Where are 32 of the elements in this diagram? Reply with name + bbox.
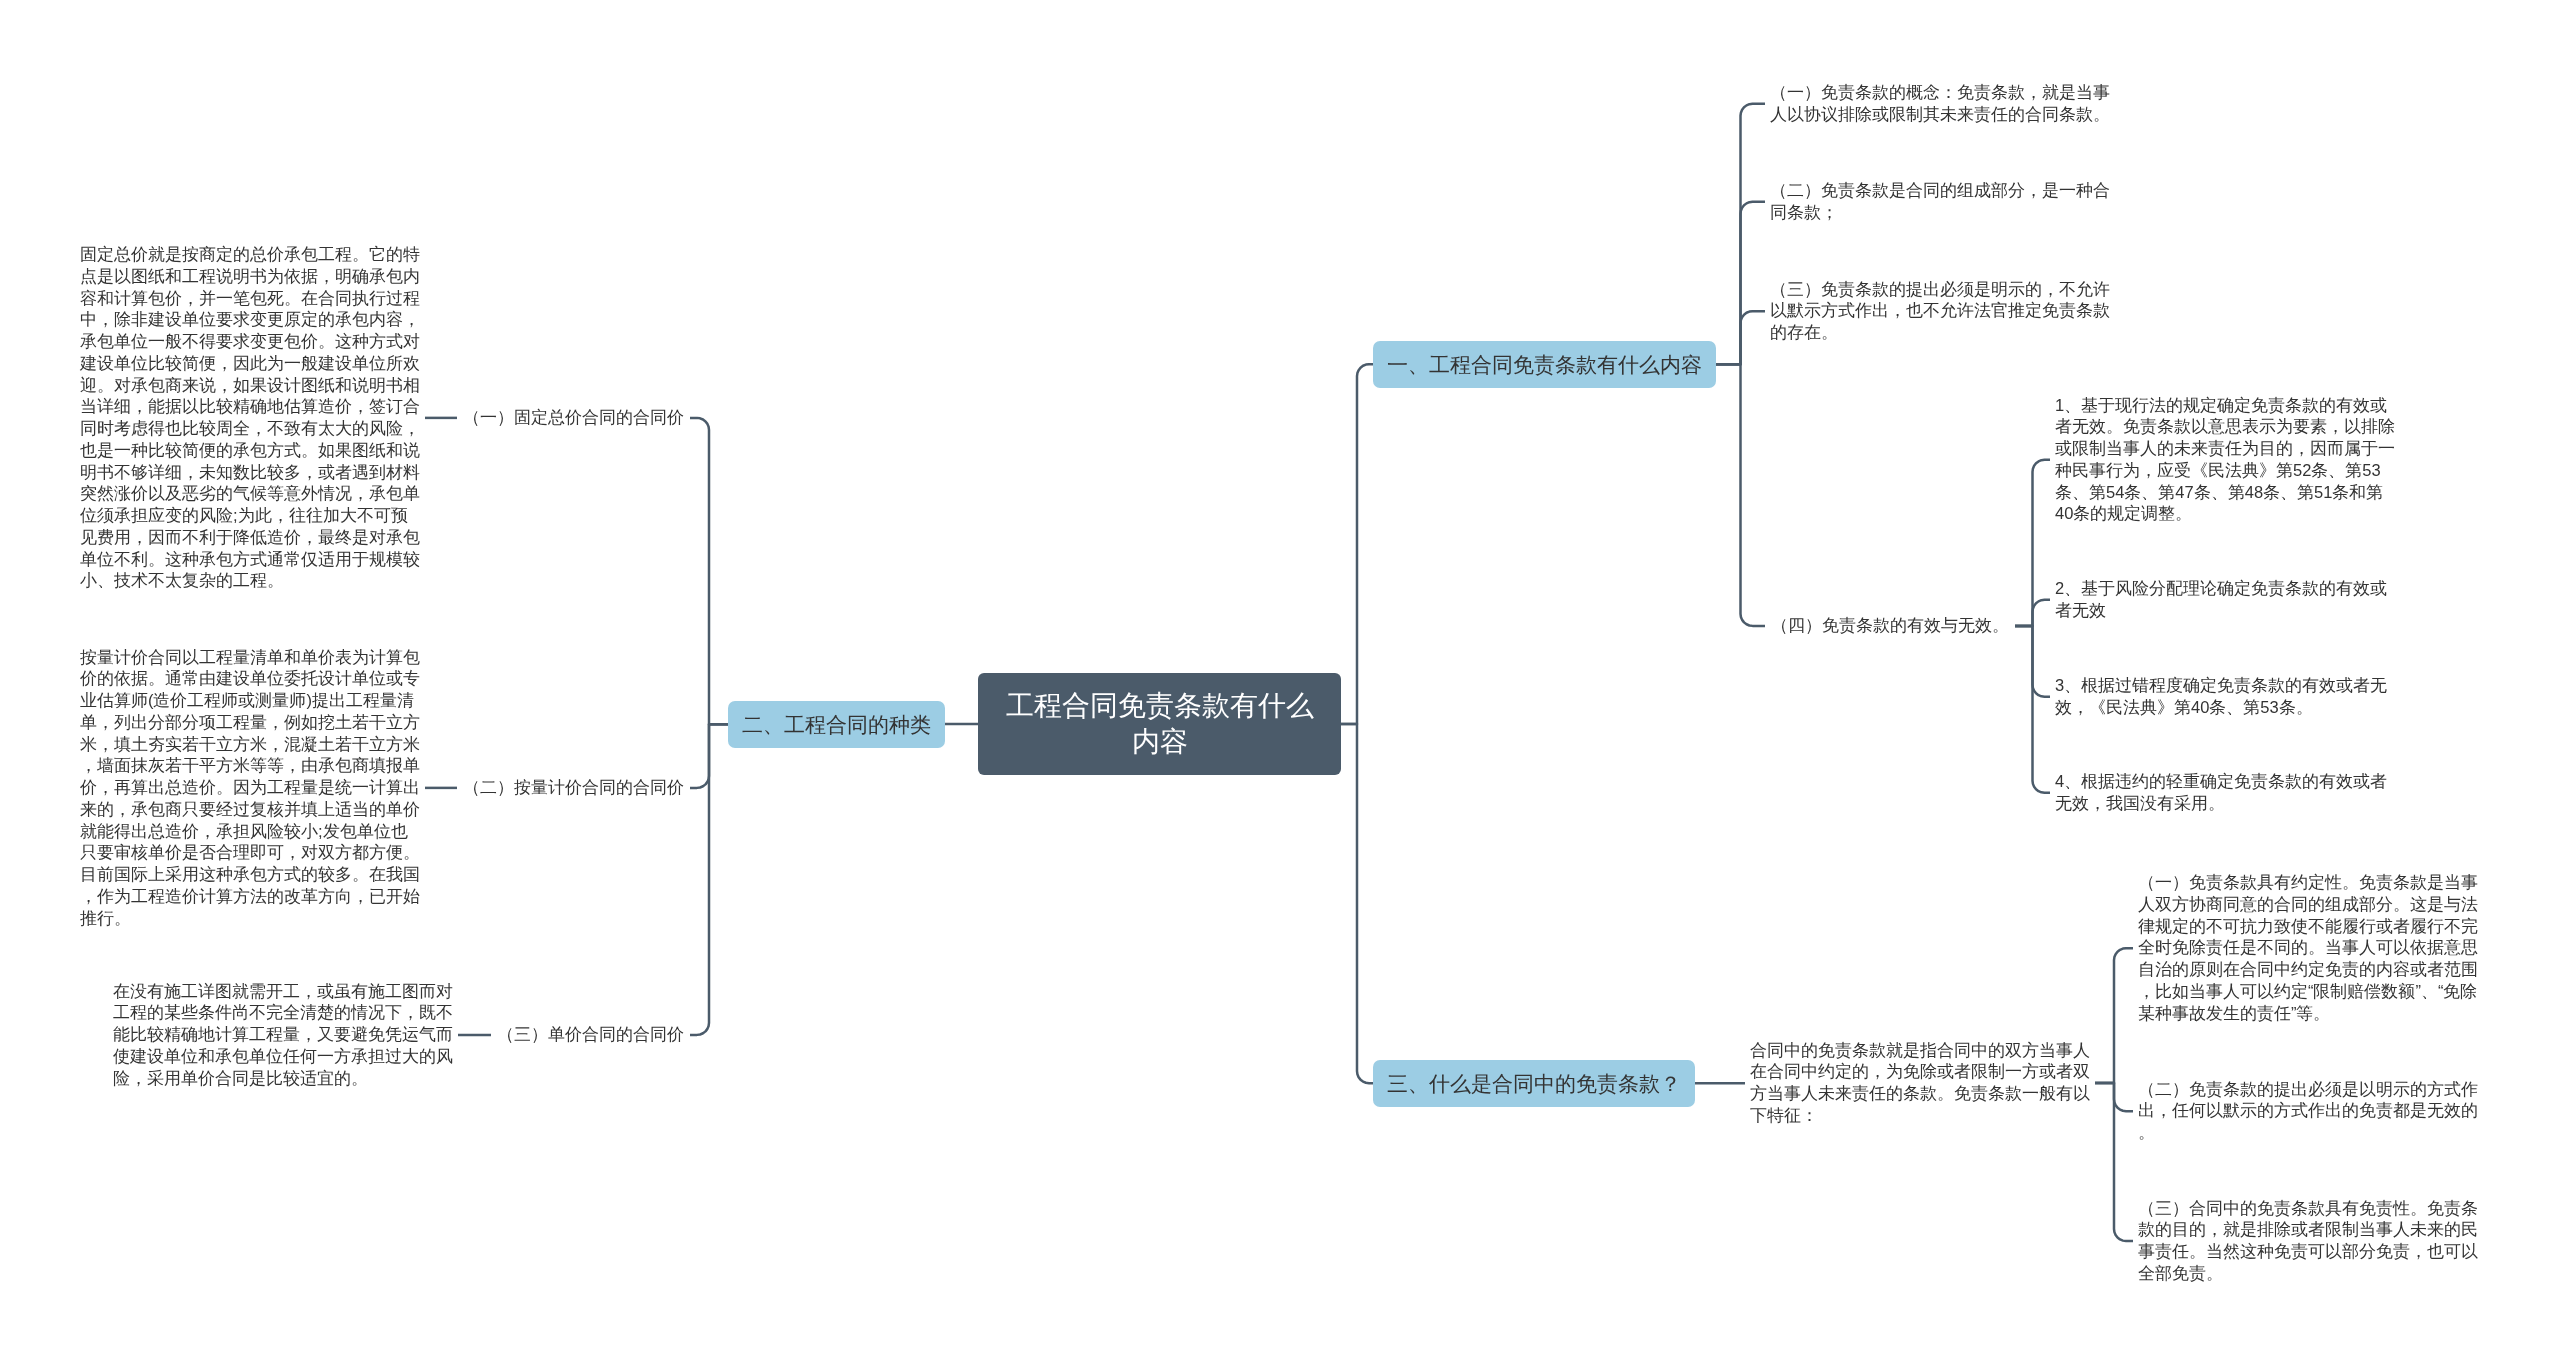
note-text: （三）免责条款的提出必须是明示的，不允许以默示方式作出，也不允许法官推定免责条款的存在。 [1765, 278, 2115, 344]
note-text: 1、基于现行法的规定确定免责条款的有效或者无效。免责条款以意思表示为要素，以排除或限制当事人的未来责任为目的，因而属于一种民事行为，应受《民法典》第52条、第53条、第54条、第47条、第48条、第51条和第40条的规定调整。 [2050, 394, 2400, 526]
connector-line [1695, 1081, 1745, 1085]
note-text: 固定总价就是按商定的总价承包工程。它的特点是以图纸和工程说明书为依据，明确承包内容和计算包价，并一笔包死。在合同执行过程中，除非建设单位要求变更原定的承包内容，承包单位一般不得要求变更包价。这种方式对建设单位比较简便，因此为一般建设单位所欢迎。对承包商来说，如果设计图纸和说明书相当详细，能据以比较精确地估算造价，签订合同时考虑得也比较周全，不致有太大的风险，也是一种比较简便的承包方式。如果图纸和说明书不够详细，未知数比较多，或者遇到材料突然涨价以及恶劣的气候等意外情况，承包单位须承担应变的风险;为此，往往加大不可预见费用，因而不利于降低造价，最终是对承包单位不利。这种承包方式通常仅适用于规模较小、技术不太复杂的工程。 [75, 244, 425, 593]
connector-line [425, 786, 457, 790]
subtopic-text: （四）免责条款的有效与无效。 [1765, 613, 2015, 639]
branch-topic: 二、工程合同的种类 [728, 700, 945, 748]
note-text: 4、根据违约的轻重确定免责条款的有效或者无效，我国没有采用。 [2050, 771, 2400, 815]
note-text: （一）免责条款的概念：免责条款，就是当事人以协议排除或限制其未来责任的合同条款。 [1765, 82, 2115, 126]
note-text: （一）免责条款具有约定性。免责条款是当事人双方协商同意的合同的组成部分。这是与法律规定的不可抗力致使不能履行或者履行不完全时免除责任是不同的。当事人可以依据意思自治的原则在合同中约定免责的内容或者范围，比如当事人可以约定“限制赔偿数额”、“免除某种事故发生的责任”等。 [2133, 872, 2483, 1025]
note-text: 按量计价合同以工程量清单和单价表为计算包价的依据。通常由建设单位委托设计单位或专业估算师(造价工程师或测量师)提出工程量清单，列出分部分项工程量，例如挖土若干立方米，填土夯实若干立方米，混凝土若干立方米，墙面抹灰若干平方米等等，由承包商填报单价，再算出总造价。因为工程量是统一计算出来的，承包商只要经过复核并填上适当的单价就能得出总造价，承担风险较小;发包单位也只要审核单价是否合理即可，对双方都方便。目前国际上采用这种承包方式的较多。在我国，作为工程造价计算方法的改革方向，已开始推行。 [75, 646, 425, 930]
note-text: 合同中的免责条款就是指合同中的双方当事人在合同中约定的，为免除或者限制一方或者双方当事人未来责任的条款。免责条款一般有以下特征： [1745, 1039, 2095, 1127]
subtopic-text: （三）单价合同的合同价 [491, 1022, 690, 1048]
note-text: 3、根据过错程度确定免责条款的有效或者无效，《民法典》第40条、第53条。 [2050, 675, 2400, 719]
note-text: 在没有施工详图就需开工，或虽有施工图而对工程的某些条件尚不完全清楚的情况下，既不能比较精确地计算工程量，又要避免凭运气而使建设单位和承包单位任何一方承担过大的风险，采用单价合同是比较适宜的。 [108, 980, 458, 1090]
note-text: （二）免责条款是合同的组成部分，是一种合同条款； [1765, 180, 2115, 224]
connector-line [690, 722, 728, 1037]
note-text: （二）免责条款的提出必须是以明示的方式作出，任何以默示的方式作出的免责都是无效的。 [2133, 1078, 2483, 1144]
branch-topic: 三、什么是合同中的免责条款？ [1373, 1059, 1695, 1107]
note-text: 2、基于风险分配理论确定免责条款的有效或者无效 [2050, 578, 2400, 622]
note-text: （三）合同中的免责条款具有免责性。免责条款的目的，就是排除或者限制当事人未来的民事责任。当然这种免责可以部分免责，也可以全部免责。 [2133, 1197, 2483, 1285]
connector-line [1341, 722, 1373, 1085]
connector-line [945, 722, 978, 726]
central-topic: 工程合同免责条款有什么内容 [978, 672, 1341, 776]
connector-line [1716, 362, 1765, 628]
branch-topic: 一、工程合同免责条款有什么内容 [1373, 340, 1716, 388]
connector-line [2015, 624, 2050, 794]
connector-line [425, 416, 457, 420]
subtopic-text: （二）按量计价合同的合同价 [457, 775, 690, 801]
connector-line [2095, 1081, 2133, 1243]
subtopic-text: （一）固定总价合同的合同价 [457, 405, 690, 431]
connector-line [458, 1033, 491, 1037]
